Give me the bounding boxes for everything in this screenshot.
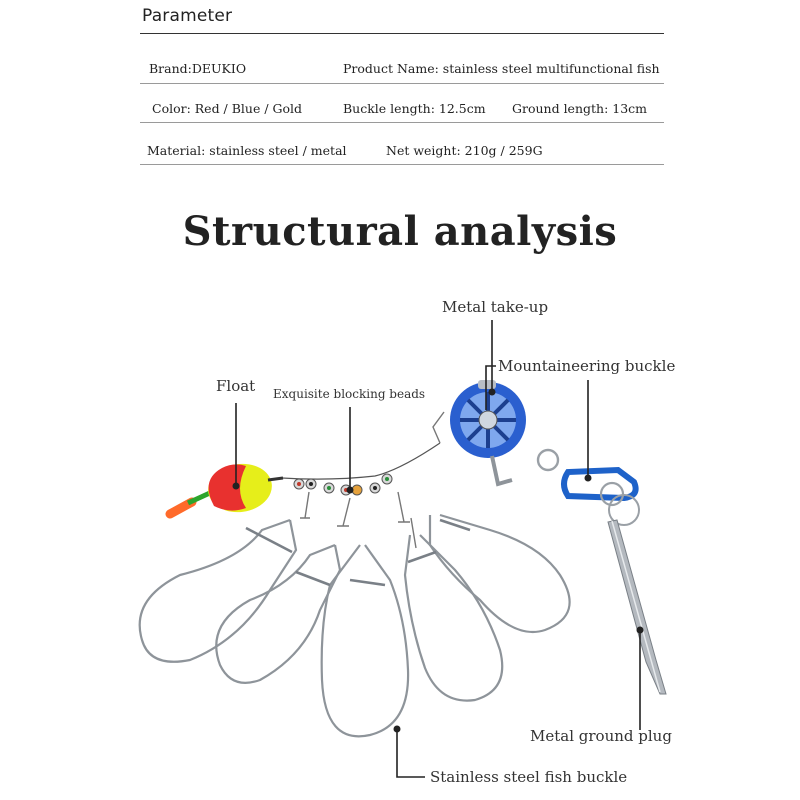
label-metal-ground-plug: Metal ground plug [530,727,672,745]
row-rule-1 [140,83,664,84]
leader-dots [232,388,644,733]
spec-material: Material: stainless steel / metal [147,143,347,158]
row-rule-2 [140,122,664,123]
blocking-beads [293,473,393,496]
main-line [281,442,441,480]
float-bobber [165,463,284,519]
label-metal-take-up: Metal take-up [442,298,549,316]
label-fish-buckle: Stainless steel fish buckle [430,768,628,786]
spec-brand: Brand:DEUKIO [149,61,247,76]
label-float: Float [216,377,256,395]
leader-mountaineering [485,365,496,410]
reel-leader [432,411,445,444]
spec-product-name: Product Name: stainless steel multifunct… [343,61,660,76]
leader-lines [235,320,641,778]
header-rule [140,33,664,34]
label-mountaineering-buckle: Mountaineering buckle [498,357,676,375]
metal-take-up-reel [450,380,526,487]
buckle-clasps [245,518,471,587]
spec-buckle-length: Buckle length: 12.5cm [343,101,486,116]
structure-title: Structural analysis [182,208,618,255]
swivels [300,491,417,549]
metal-ground-plug [607,519,667,695]
mountaineering-buckle [536,448,640,526]
spec-color: Color: Red / Blue / Gold [152,101,303,116]
leader-fish-buckle [396,729,425,778]
fish-buckles [138,513,571,738]
spec-ground-length: Ground length: 13cm [512,101,648,116]
parameter-title: Parameter [142,6,233,26]
label-blocking-beads: Exquisite blocking beads [273,387,426,401]
spec-net-weight: Net weight: 210g / 259G [386,143,543,158]
row-rule-3 [140,164,664,165]
